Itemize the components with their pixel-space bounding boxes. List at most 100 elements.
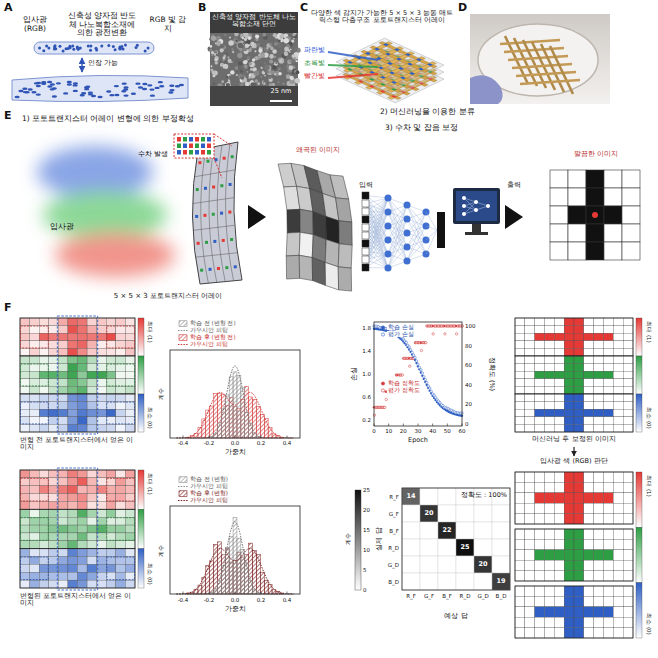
legend-text: 학습 후 (변형 전) — [190, 334, 236, 340]
colorbar-label: 최소 (0) — [646, 407, 652, 429]
tick-label: 10 — [385, 428, 392, 434]
tick-label: 60 — [459, 428, 466, 434]
legend-text: 가우시안 피팅 — [190, 327, 228, 333]
tick-label: -0.4 — [178, 440, 189, 446]
legend-text: 학습 정확도 — [387, 380, 421, 386]
tick-label: 0.0 — [231, 440, 240, 446]
legend-sample — [178, 486, 188, 487]
process-arrow — [248, 205, 266, 229]
legend-text: 학습 손실 — [387, 324, 415, 330]
legend-sample — [179, 491, 187, 497]
text-node: RGB 빛 감지 — [148, 16, 188, 33]
legend-sample — [178, 344, 188, 345]
annotation: 인장 가능 — [88, 59, 118, 67]
incident-light-blobs — [37, 146, 175, 277]
legend-sample — [381, 389, 384, 392]
colorbar — [138, 470, 144, 588]
legend-sample — [179, 477, 187, 483]
tem-image — [208, 12, 301, 106]
tick-label: 10 — [363, 547, 370, 553]
cell-value: 14 — [406, 493, 415, 500]
panel-letter: C — [300, 2, 308, 15]
column-label: G_D — [477, 593, 488, 599]
weight-histogram-before — [170, 350, 300, 438]
image-title: 깔끔한 이미지 — [574, 150, 618, 158]
legend-text: 평가 정확도 — [387, 387, 421, 393]
colorbar-label: 최대 (1) — [147, 473, 153, 495]
cell-value: 19 — [496, 578, 505, 585]
accuracy-note: 정확도 : 100% — [461, 492, 507, 499]
column-label: G_F — [424, 593, 434, 599]
panel-letter: F — [4, 302, 12, 315]
tick-label: 0.4 — [283, 597, 292, 603]
weight-histogram-deformed — [170, 506, 300, 594]
cell-value: 20 — [424, 510, 433, 517]
node-text: 입사광 (RGB) — [16, 16, 54, 33]
scale-label: 25 nm — [271, 88, 292, 95]
colorbar-title: 계수 — [345, 533, 352, 545]
axis-title: 가중치 — [225, 606, 246, 613]
text-node: 입사광 (RGB) — [16, 16, 54, 33]
column-label: R_F — [406, 593, 416, 599]
tick-label: 20 — [465, 401, 472, 407]
caption: 머신러닝 후 보정된 이미지 — [532, 436, 615, 443]
text-node: 신축성 양자점 반도체 나노복합소재에 의한 광전변환 — [64, 12, 140, 38]
panel-letter: A — [4, 2, 13, 15]
legend-sample — [179, 321, 187, 327]
image-title: 왜곡된 이미지 — [296, 146, 340, 154]
caption: 변형 전 포토트랜지스터에서 얻은 이미지 — [20, 437, 138, 452]
heatmap-green — [515, 529, 633, 581]
tick-label: 0 — [363, 587, 367, 593]
legend-text: 학습 후 (변형) — [190, 490, 228, 496]
clean-image — [550, 170, 640, 260]
tick-label: 0.4 — [283, 440, 292, 446]
node-text: 신축성 양자점 반도체 나노복합소재에 의한 광전변환 — [64, 12, 140, 38]
image-title: 신축성 양자점 반도체 나노복합소재 단면 — [212, 14, 296, 29]
colorbar — [636, 318, 642, 432]
tick-label: -0.2 — [204, 440, 215, 446]
loss-accuracy-chart — [373, 322, 464, 426]
device-photo — [470, 14, 610, 104]
tick-label: 1.4 — [362, 348, 371, 354]
legend-text: 가우시안 피팅 — [190, 497, 228, 503]
legend-sample — [381, 326, 384, 329]
axis-title: 계수 — [158, 545, 165, 557]
colorbar-label: 최대 (1) — [646, 321, 652, 343]
legend-samples — [178, 321, 385, 501]
row-label: B_F — [389, 527, 399, 533]
down-arrow — [573, 447, 574, 456]
tick-label: 0.2 — [362, 417, 371, 423]
caption: 입사광 색 (RGB) 판단 — [540, 458, 607, 465]
annotation: 입력 — [359, 181, 373, 189]
cell-value: 22 — [442, 527, 451, 534]
row-label: G_F — [389, 510, 399, 516]
step-title: 3) 수차 및 잡음 보정 — [385, 124, 458, 133]
legend-sample — [381, 333, 384, 336]
tick-label: 0.0 — [231, 597, 240, 603]
heatmap-deformed — [20, 468, 135, 590]
monitor-icon — [453, 188, 500, 235]
row-label: B_D — [388, 578, 399, 584]
tick-label: 50 — [444, 428, 451, 434]
tick-label: 60 — [465, 362, 472, 368]
heatmap-blue — [515, 586, 633, 638]
row-label: R_F — [389, 493, 399, 499]
zoom-box — [174, 134, 232, 178]
node-text: RGB 빛 감지 — [148, 16, 188, 33]
legend-sample — [381, 382, 384, 385]
axis-title: Epoch — [408, 437, 428, 444]
legend-text: 학습 전 (변형) — [190, 476, 228, 482]
axis-title: 실제 답 — [376, 527, 383, 550]
column-label: B_F — [442, 593, 452, 599]
colorbar-label: 최대 (1) — [147, 321, 153, 343]
axis-title: 계수 — [158, 388, 165, 400]
tick-label: 5 — [363, 567, 367, 573]
panel-letter: E — [4, 110, 12, 123]
row-label: G_D — [388, 561, 399, 567]
annotation: 수차 발생 — [138, 150, 168, 158]
legend-text: 학습 전 (변형 전) — [190, 320, 236, 326]
neural-network — [362, 192, 445, 272]
tick-label: -0.2 — [204, 597, 215, 603]
cell-value: 25 — [460, 544, 469, 551]
